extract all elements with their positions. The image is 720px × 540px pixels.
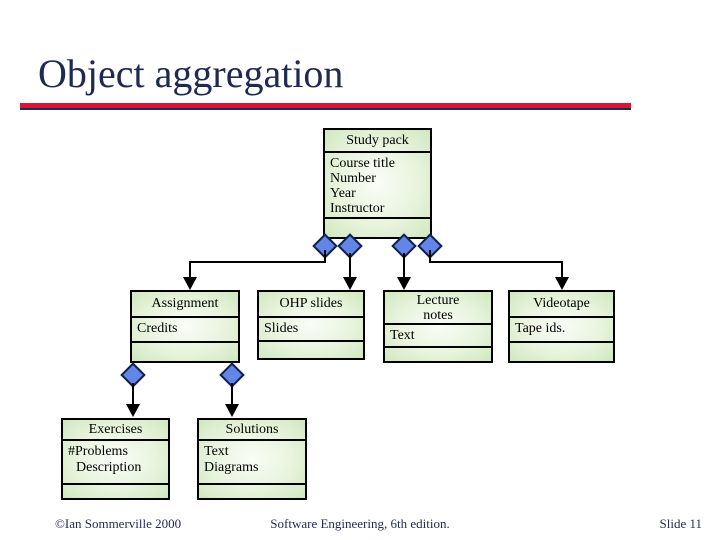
connector-line: [561, 261, 563, 279]
class-name: Videotape: [510, 292, 613, 318]
page-title: Object aggregation: [38, 51, 344, 96]
slide-footer: Software Engineering, 6th edition. ©Ian …: [0, 516, 720, 536]
class-name: Assignment: [132, 292, 238, 318]
class-attributes: Credits: [132, 318, 238, 343]
connector-line: [189, 261, 326, 263]
class-box-study-pack: Study pack Course title Number Year Inst…: [323, 128, 432, 239]
attribute: Instructor: [330, 201, 385, 216]
class-operations-empty: [259, 342, 363, 358]
connector-line: [132, 383, 134, 405]
arrowhead-icon: [343, 277, 357, 290]
class-operations-empty: [132, 343, 238, 361]
class-name: Lecture notes: [385, 292, 491, 325]
class-operations-empty: [385, 348, 491, 361]
class-box-solutions: Solutions Text Diagrams: [197, 418, 307, 500]
attribute: Slides: [264, 321, 299, 336]
connector-line: [429, 250, 431, 263]
attribute: Description: [76, 460, 142, 475]
connector-line: [403, 253, 405, 278]
class-box-ohp-slides: OHP slides Slides: [257, 290, 365, 360]
class-operations-empty: [63, 485, 168, 498]
footer-book-title: Software Engineering, 6th edition.: [270, 516, 450, 531]
connector-line: [324, 250, 326, 263]
footer-copyright: ©Ian Sommerville 2000: [55, 516, 182, 531]
connector-line: [231, 383, 233, 405]
attribute: Course title: [330, 156, 395, 171]
arrowhead-icon: [555, 277, 569, 290]
class-name: Study pack: [325, 130, 430, 153]
arrowhead-icon: [183, 277, 197, 290]
arrowhead-icon: [397, 277, 411, 290]
class-box-exercises: Exercises #Problems Description: [61, 418, 170, 500]
arrowhead-icon: [126, 404, 140, 417]
connector-line: [429, 261, 563, 263]
connector-line: [349, 253, 351, 278]
class-operations-empty: [325, 219, 430, 237]
class-attributes: Slides: [259, 318, 363, 342]
class-attributes: #Problems Description: [63, 441, 168, 485]
class-name: Solutions: [199, 420, 305, 441]
footer-slide-number: Slide 11: [659, 516, 703, 531]
attribute: Number: [330, 171, 376, 186]
class-box-lecture-notes: Lecture notes Text: [383, 290, 493, 363]
class-operations-empty: [510, 343, 613, 361]
class-name: Exercises: [63, 420, 168, 441]
class-attributes: Text Diagrams: [199, 441, 305, 485]
attribute: Year: [330, 186, 356, 201]
attribute: Diagrams: [204, 460, 259, 475]
connector-line: [189, 261, 191, 279]
class-box-videotape: Videotape Tape ids.: [508, 290, 615, 363]
class-attributes: Text: [385, 325, 491, 348]
class-box-assignment: Assignment Credits: [130, 290, 240, 363]
title-rule-navy: [20, 108, 631, 110]
attribute: #Problems: [68, 444, 128, 459]
attribute: Text: [390, 328, 415, 343]
class-attributes: Course title Number Year Instructor: [325, 153, 430, 219]
arrowhead-icon: [225, 404, 239, 417]
class-name: OHP slides: [259, 292, 363, 318]
attribute: Tape ids.: [515, 321, 566, 336]
class-operations-empty: [199, 485, 305, 498]
title-rule-red: [20, 103, 631, 108]
class-attributes: Tape ids.: [510, 318, 613, 343]
attribute: Text: [204, 444, 229, 459]
attribute: Credits: [137, 321, 178, 336]
